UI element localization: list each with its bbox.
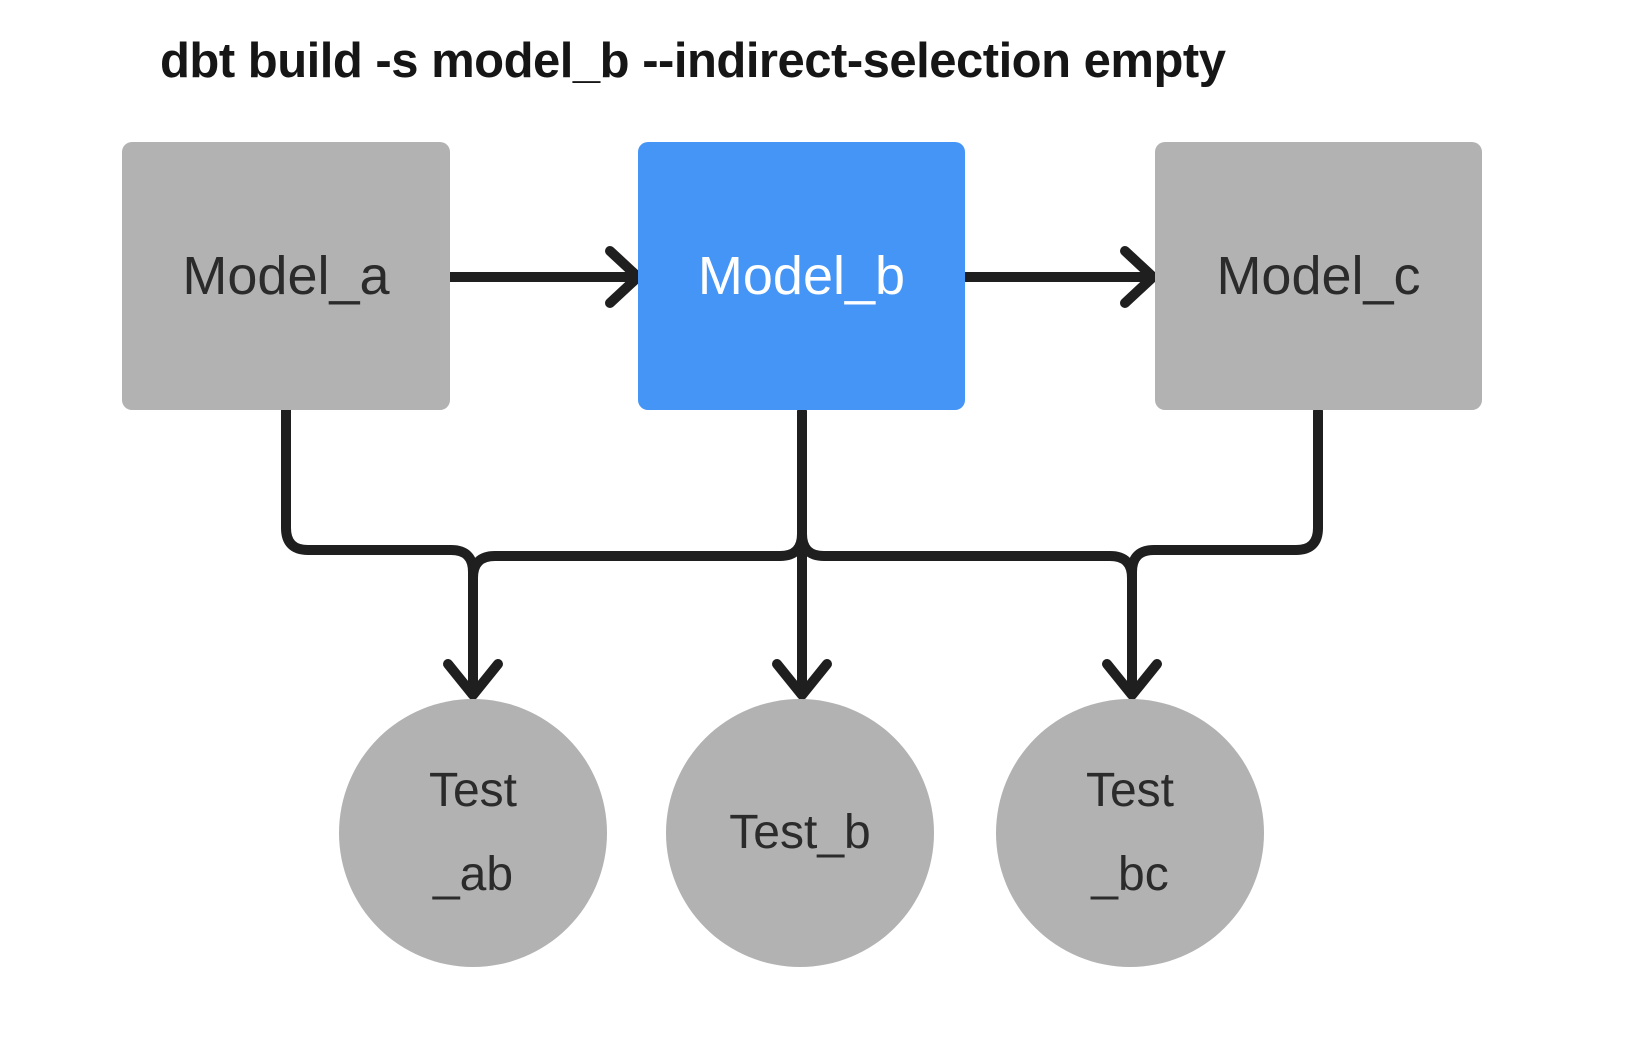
node-test-b-label: Test_b [729, 806, 871, 859]
node-model-c-label: Model_c [1216, 246, 1421, 306]
node-test-bc: Test _bc [996, 699, 1264, 967]
edge-model-c-to-test-bc [1127, 406, 1323, 697]
edge-to-test-ab-arrowhead [443, 659, 503, 700]
edge-model-a-to-test-ab [281, 405, 478, 697]
edge-model-b-to-model-c-arrowhead [1120, 246, 1158, 308]
node-model-a-label: Model_a [182, 246, 390, 306]
edge-model-b-to-test-bc [797, 407, 1137, 697]
node-model-b-label: Model_b [697, 246, 906, 306]
edge-to-test-b-arrowhead [772, 659, 832, 700]
diagram-title: dbt build -s model_b --indirect-selectio… [160, 34, 1226, 88]
node-test-ab-label: Test _ab [428, 764, 518, 901]
node-model-b-selected: Model_b [638, 142, 965, 410]
edge-model-b-to-test-ab [468, 407, 807, 697]
node-test-ab: Test _ab [339, 699, 607, 967]
node-model-c: Model_c [1155, 142, 1482, 410]
node-test-bc-label: Test _bc [1085, 764, 1175, 901]
edge-to-test-bc-arrowhead [1102, 659, 1162, 700]
node-test-b: Test_b [666, 699, 934, 967]
node-model-a: Model_a [122, 142, 450, 410]
edge-model-a-to-model-b-arrowhead [605, 246, 643, 308]
